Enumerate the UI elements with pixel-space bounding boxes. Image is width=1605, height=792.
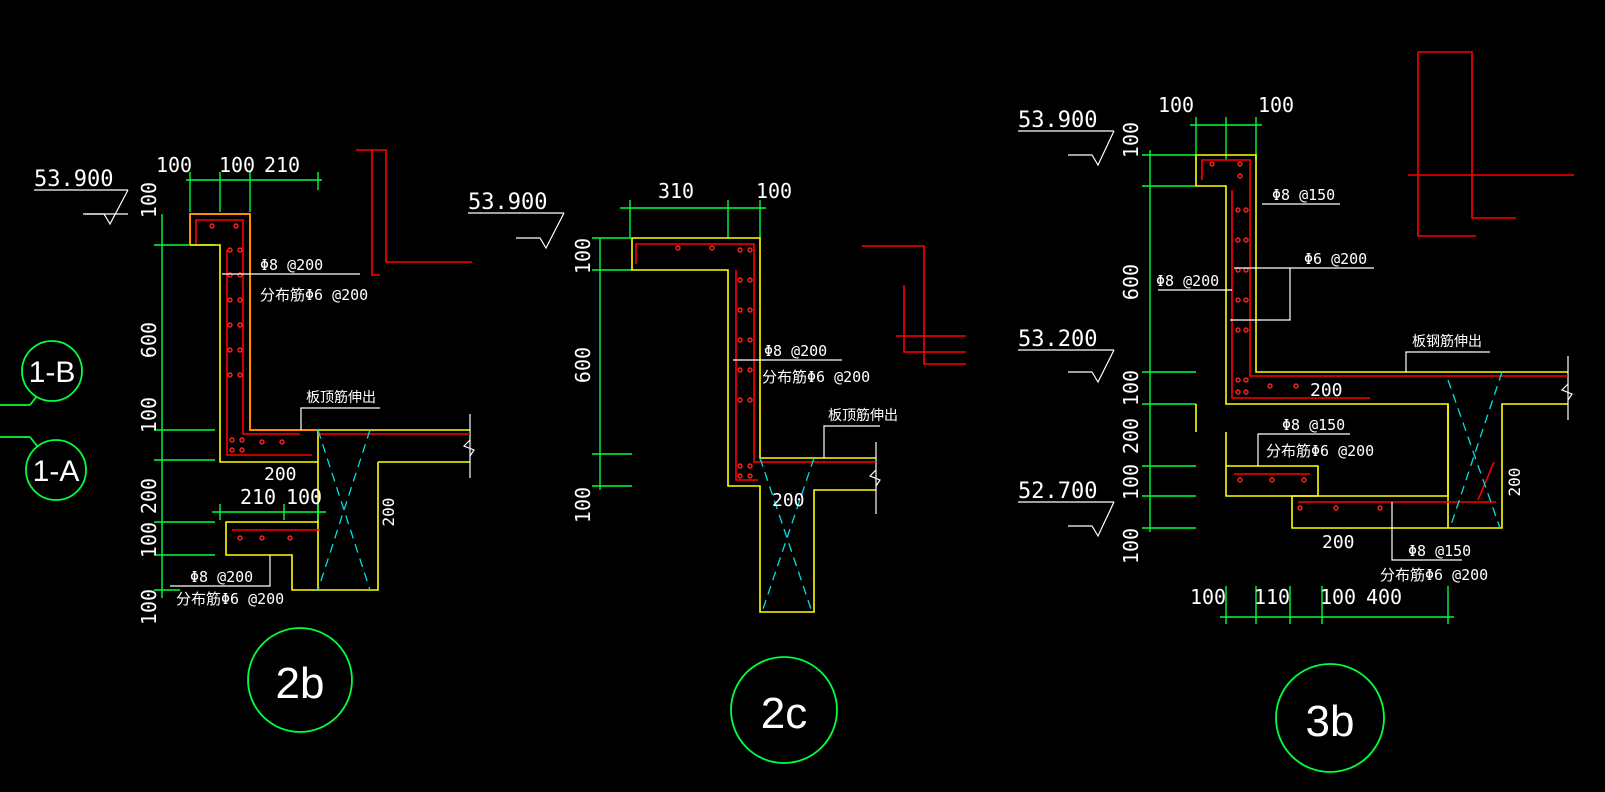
dim-3b-left-2: 600 [1119, 264, 1143, 300]
grid-axis-1b-label: 1-B [29, 356, 76, 389]
rebar-2c-dist: 分布筋Φ6 @200 [762, 368, 870, 386]
dim-3b-left-5: 100 [1119, 464, 1143, 500]
detail-2c-bubble [730, 656, 838, 764]
dim-2b-top-2: 100 [219, 153, 255, 177]
rebar-dots-2b [209, 223, 293, 541]
rebar-2b-dist: 分布筋Φ6 @200 [260, 286, 368, 304]
elevation-3b-mid-label: 53.200 [1018, 327, 1097, 352]
detail-2b-bubble [247, 627, 353, 733]
dim-3b-top-2: 100 [1258, 93, 1294, 117]
dim-3b-bottom-4: 400 [1366, 585, 1402, 609]
elevation-marker-2c: 53.900 [468, 190, 565, 250]
detail-2b: 53.900 100 100 210 100 600 100 200 100 1… [34, 149, 475, 733]
grid-axis-1b: 1-B [0, 340, 83, 406]
dim-3b-bottom-2: 110 [1254, 585, 1290, 609]
dim-3b-left-3: 100 [1119, 370, 1143, 406]
rebar-2c-main: Φ8 @200 [764, 342, 827, 360]
detail-2b-label: 2b [276, 659, 325, 708]
rebar-dots-2c [675, 245, 753, 479]
dim-3b-200-c: 200 [1505, 468, 1524, 497]
rebar-3b-bot-main: Φ8 @150 [1408, 542, 1471, 560]
dim-2b-lower-1: 210 [240, 485, 276, 509]
rebar-2b-main: Φ8 @200 [260, 256, 323, 274]
detail-3b: 53.900 53.200 52.700 100 100 100 600 100 [1018, 51, 1574, 773]
rebar-3b-mid-dist: 分布筋Φ6 @200 [1266, 442, 1374, 460]
rebar-3b-bot-dist: 分布筋Φ6 @200 [1380, 566, 1488, 584]
elevation-marker-3b-mid: 53.200 [1018, 327, 1115, 384]
dim-3b-top-1: 100 [1158, 93, 1194, 117]
dim-2c-left-1: 100 [571, 238, 595, 274]
rebar-3b-top: Φ8 @150 [1272, 186, 1335, 204]
dim-2b-beam-200: 200 [264, 464, 297, 485]
elevation-marker-3b-top: 53.900 [1018, 108, 1115, 167]
note-2b-slab: 板顶筋伸出 [306, 389, 376, 406]
elevation-3b-low-label: 52.700 [1018, 479, 1097, 504]
elevation-marker-2b: 53.900 [34, 167, 129, 226]
rebar-dots-3b [1209, 161, 1383, 511]
rebar-2b-lower-dist: 分布筋Φ6 @200 [176, 590, 284, 608]
dim-2b-slab-200: 200 [379, 498, 398, 527]
dim-3b-200-a: 200 [1310, 380, 1343, 401]
dim-3b-left-6: 100 [1119, 528, 1143, 564]
note-2c-slab: 板顶筋伸出 [828, 407, 898, 424]
dim-2b-top-3: 210 [264, 153, 300, 177]
dim-3b-left-1: 100 [1119, 122, 1143, 158]
dim-2c-200: 200 [772, 490, 805, 511]
detail-2c: 53.900 310 100 100 600 100 [468, 179, 966, 764]
grid-axis-1a: 1-A [0, 436, 87, 501]
dim-2c-top-2: 100 [756, 179, 792, 203]
dim-3b-200-b: 200 [1322, 532, 1355, 553]
detail-3b-bubble [1275, 663, 1385, 773]
note-3b-slab: 板钢筋伸出 [1412, 333, 1482, 350]
dim-2b-left-4: 200 [137, 478, 161, 514]
dim-2c-left-3: 100 [571, 487, 595, 523]
dim-2b-left-3: 100 [137, 397, 161, 433]
dim-2b-left-2: 600 [137, 322, 161, 358]
dim-3b-bottom-1: 100 [1190, 585, 1226, 609]
elevation-2b-label: 53.900 [34, 167, 113, 192]
rebar-3b-inner: Φ6 @200 [1304, 250, 1367, 268]
elevation-3b-top-label: 53.900 [1018, 108, 1097, 133]
dim-2c-top-1: 310 [658, 179, 694, 203]
detail-3b-label: 3b [1306, 697, 1355, 746]
dim-2b-top-1: 100 [156, 153, 192, 177]
elevation-2c-label: 53.900 [468, 190, 547, 215]
dim-2b-left-6: 100 [137, 589, 161, 625]
dim-2b-left-5: 100 [137, 522, 161, 558]
dim-2b-lower-2: 100 [286, 485, 322, 509]
dim-3b-left-4: 200 [1119, 418, 1143, 454]
dim-3b-bottom-3: 100 [1320, 585, 1356, 609]
elevation-marker-3b-low: 52.700 [1018, 479, 1115, 538]
grid-axis-1a-label: 1-A [33, 455, 80, 488]
rebar-3b-outer: Φ8 @200 [1156, 272, 1219, 290]
dim-2b-left-1: 100 [137, 182, 161, 218]
detail-2c-label: 2c [761, 689, 807, 738]
rebar-3b-mid-main: Φ8 @150 [1282, 416, 1345, 434]
rebar-2b-lower-main: Φ8 @200 [190, 568, 253, 586]
dim-2c-left-2: 600 [571, 347, 595, 383]
